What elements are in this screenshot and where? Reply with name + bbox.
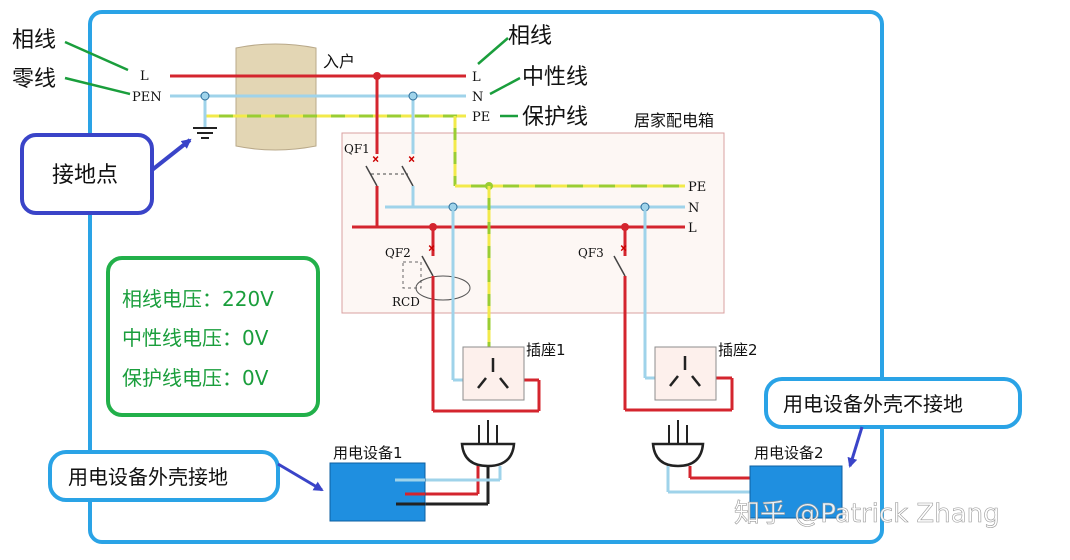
plug2 xyxy=(651,420,705,468)
device2 xyxy=(749,465,843,519)
label-L-right: L xyxy=(472,70,481,85)
ungrounded-callout-arrow xyxy=(847,426,864,468)
ungrounded-callout xyxy=(764,377,1022,429)
grounded-callout-arrow xyxy=(277,462,324,492)
label-socket2: 插座2 xyxy=(718,341,758,359)
label-phase-right: 相线 xyxy=(508,24,552,49)
watermark: 知乎 @Patrick Zhang xyxy=(734,499,1000,529)
label-entry: 入户 xyxy=(323,52,355,71)
label-home-box: 居家配电箱 xyxy=(634,111,714,130)
label-voltage-pe: 保护线电压：0V xyxy=(122,366,269,390)
label-phase-left: 相线 xyxy=(12,28,56,53)
pointer-neutral-left xyxy=(64,76,131,96)
label-callout-grounded: 用电设备外壳接地 xyxy=(68,465,228,489)
pen-junction xyxy=(200,91,210,101)
rcd-sensor xyxy=(415,275,471,301)
label-bus-n: N xyxy=(688,201,699,216)
qf1-blade-l xyxy=(365,165,378,187)
voltage-box xyxy=(106,256,320,417)
ground-point-callout xyxy=(20,133,154,215)
distribution-box xyxy=(341,132,725,314)
plug1 xyxy=(460,420,516,468)
device1 xyxy=(329,462,426,522)
pointer-neutral-right xyxy=(489,76,521,96)
rcd-link-box xyxy=(402,261,422,289)
socket1 xyxy=(462,346,525,401)
label-device2: 用电设备2 xyxy=(754,444,824,462)
label-callout-ungrounded: 用电设备外壳不接地 xyxy=(783,392,963,416)
label-rcd: RCD xyxy=(392,295,420,309)
label-PE-right: PE xyxy=(472,110,490,125)
label-device1: 用电设备1 xyxy=(333,444,403,462)
ground-symbol xyxy=(193,127,217,139)
socket1-holes xyxy=(477,358,509,389)
label-neutral-right: 中性线 xyxy=(522,65,588,90)
label-L-left: L xyxy=(140,69,149,84)
label-pe-right: 保护线 xyxy=(522,105,588,130)
label-ground-point: 接地点 xyxy=(52,163,118,188)
label-PEN-left: PEN xyxy=(132,90,162,105)
label-neutral-left: 零线 xyxy=(12,67,56,92)
outer-frame xyxy=(88,10,884,544)
socket2-holes xyxy=(669,356,701,387)
label-N-right: N xyxy=(472,90,483,105)
qf1-trip-l: × xyxy=(372,152,379,166)
qf2-blade xyxy=(421,255,434,277)
pointer-phase-left xyxy=(64,40,129,72)
label-qf3: QF3 xyxy=(578,246,604,260)
label-voltage-neutral: 中性线电压：0V xyxy=(122,326,269,350)
qf1-neutral-junction xyxy=(408,91,418,101)
socket2 xyxy=(654,346,717,401)
label-voltage-phase: 相线电压：220V xyxy=(122,287,274,311)
ground-callout-arrow xyxy=(150,138,192,172)
label-bus-pe: PE xyxy=(688,180,706,195)
label-bus-l: L xyxy=(688,221,697,236)
label-socket1: 插座1 xyxy=(526,341,566,359)
qf1-phase-junction xyxy=(373,72,381,80)
qf2-trip: × xyxy=(428,241,435,255)
qf1-blade-n xyxy=(401,165,414,187)
qf3-trip: × xyxy=(620,241,627,255)
pointer-phase-right xyxy=(477,37,509,65)
label-qf2: QF2 xyxy=(385,246,411,260)
qf1-trip-n: × xyxy=(408,152,415,166)
label-qf1: QF1 xyxy=(344,142,370,156)
grounded-callout xyxy=(48,450,280,502)
qf3-blade xyxy=(613,255,626,277)
